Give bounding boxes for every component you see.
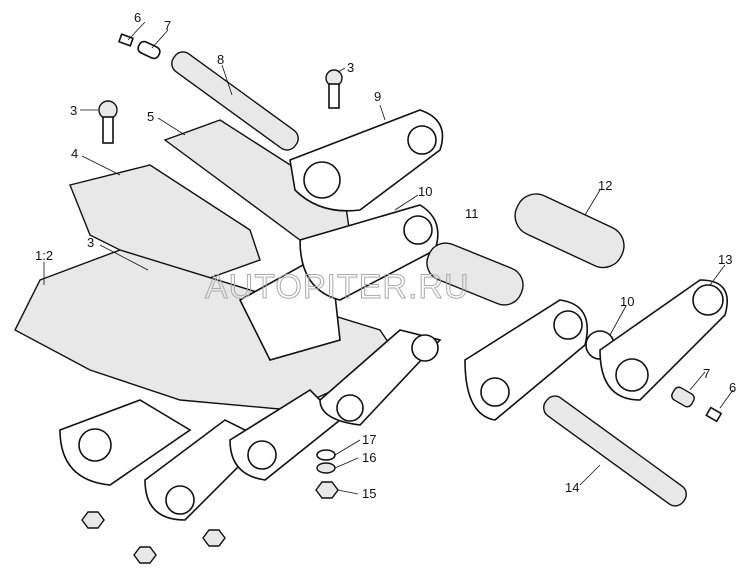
- part-10-link: [299, 204, 439, 301]
- part-8-pin: [171, 51, 299, 151]
- part-6-cotter: [705, 406, 723, 423]
- callout-7: 7: [703, 366, 710, 381]
- callout-4: 4: [71, 146, 78, 161]
- callout-12: 12: [598, 178, 612, 193]
- part-7-bushing: [137, 40, 161, 60]
- callout-15: 15: [362, 486, 376, 501]
- part-13-link: [599, 279, 728, 401]
- part-14-pin: [543, 395, 687, 507]
- callout-14: 14: [565, 480, 579, 495]
- callout-3: 3: [70, 103, 77, 118]
- callout-10: 10: [620, 294, 634, 309]
- part-3-bolt: [325, 69, 343, 109]
- callout-10: 10: [418, 184, 432, 199]
- callout-17: 17: [362, 432, 376, 447]
- part-link-right-inner: [464, 299, 589, 421]
- callout-1-2: 1:2: [35, 248, 53, 263]
- part-16-lock-washer: [316, 462, 336, 474]
- callout-3: 3: [87, 235, 94, 250]
- part-17-washer: [316, 449, 336, 461]
- callout-13: 13: [718, 252, 732, 267]
- part-6-cotter: [117, 33, 135, 47]
- part-11-bushing: [426, 242, 524, 306]
- callout-6: 6: [134, 10, 141, 25]
- callout-3: 3: [347, 60, 354, 75]
- part-12-sleeve: [514, 193, 625, 269]
- callout-7: 7: [164, 18, 171, 33]
- leader-lines: [43, 21, 734, 495]
- callout-11: 11: [465, 206, 479, 221]
- part-5-bracket: [163, 119, 351, 241]
- part-9-link: [289, 109, 444, 212]
- watermark: AUTOPITER.RU: [205, 268, 470, 306]
- nut: [81, 511, 105, 529]
- nut: [202, 529, 226, 547]
- callout-9: 9: [374, 89, 381, 104]
- callout-16: 16: [362, 450, 376, 465]
- callout-5: 5: [147, 109, 154, 124]
- part-15-nut: [315, 481, 339, 499]
- part-3-bolt: [98, 100, 118, 144]
- callout-8: 8: [217, 52, 224, 67]
- lower-chain-links: [59, 329, 442, 521]
- nut: [133, 546, 157, 564]
- part-4-shoe: [69, 164, 261, 286]
- part-7-bushing: [671, 386, 695, 408]
- callout-6: 6: [729, 380, 736, 395]
